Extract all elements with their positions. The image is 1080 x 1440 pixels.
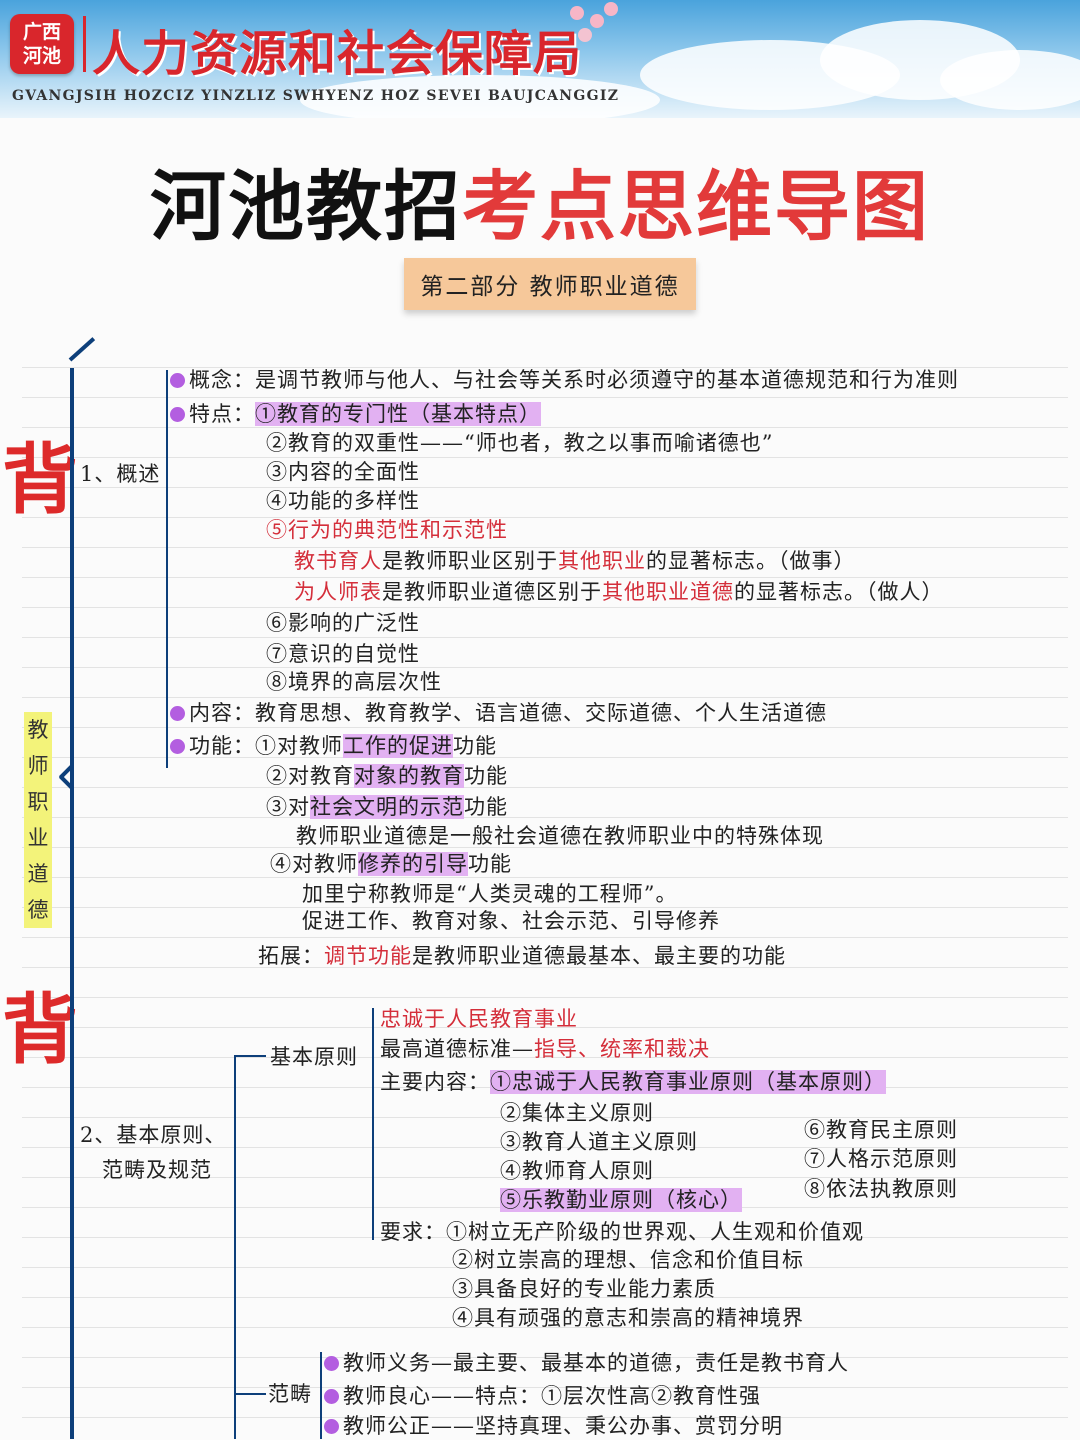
principle-8: ⑧依法执教原则 bbox=[804, 1177, 958, 1201]
function-4: ④对教师修养的引导功能 bbox=[270, 852, 512, 876]
content-row: 内容：教育思想、教育教学、语言道德、交际道德、个人生活道德 bbox=[170, 699, 827, 727]
logo-divider bbox=[83, 16, 86, 72]
bullet-dot bbox=[170, 739, 185, 754]
blossom-icon bbox=[570, 6, 584, 20]
requirement-row: 要求：①树立无产阶级的世界观、人生观和价值观 bbox=[380, 1220, 864, 1244]
principle-6: ⑥教育民主原则 bbox=[804, 1118, 958, 1142]
requirement-4: ④具有顽强的意志和崇高的精神境界 bbox=[452, 1306, 804, 1330]
page-title: 河池教招考点思维导图 bbox=[0, 145, 1080, 255]
function-4-note-1: 加里宁称教师是“人类灵魂的工程师”。 bbox=[302, 882, 678, 906]
function-3-note: 教师职业道德是一般社会道德在教师职业中的特殊体现 bbox=[296, 824, 824, 848]
feature-3: ③内容的全面性 bbox=[266, 460, 420, 484]
bullet-dot bbox=[324, 1389, 339, 1404]
title-part1: 河池教招 bbox=[150, 162, 462, 251]
bullet-dot bbox=[170, 373, 185, 388]
feature-7: ⑦意识的自觉性 bbox=[266, 642, 420, 666]
basic-principles-label: 基本原则 bbox=[270, 1045, 358, 1069]
feature-5-note-b: 为人师表是教师职业道德区别于其他职业道德的显著标志。（做人） bbox=[294, 580, 944, 604]
requirement-2: ②树立崇高的理想、信念和价值目标 bbox=[452, 1248, 804, 1272]
ruled-lines bbox=[22, 338, 1068, 1439]
requirement-3: ③具备良好的专业能力素质 bbox=[452, 1277, 716, 1301]
bullet-dot bbox=[170, 407, 185, 422]
cloud-decoration bbox=[940, 50, 1080, 110]
vertical-label: 教师职业道德 bbox=[24, 712, 52, 928]
blossom-icon bbox=[590, 14, 604, 28]
bullet-dot bbox=[324, 1419, 339, 1434]
header-banner: 广西 河池 人力资源和社会保障局 GVANGJSIH HOZCIZ YINZLI… bbox=[0, 0, 1080, 118]
principle-3: ③教育人道主义原则 bbox=[500, 1130, 698, 1154]
blossom-icon bbox=[604, 2, 618, 16]
principle-5: ⑤乐教勤业原则（核心） bbox=[500, 1188, 742, 1212]
section2-label-1: 2、基本原则、 bbox=[80, 1123, 227, 1147]
function-4-note-2: 促进工作、教育对象、社会示范、引导修养 bbox=[302, 909, 720, 933]
section1-label: 1、概述 bbox=[80, 462, 161, 486]
bei-mark-1: 背 bbox=[2, 435, 78, 524]
blossom-icon bbox=[578, 28, 592, 42]
category-2: 教师良心——特点：①层次性高②教育性强 bbox=[324, 1382, 761, 1410]
feature-5-note-a: 教书育人是教师职业区别于其他职业的显著标志。（做事） bbox=[294, 549, 856, 573]
principle-4: ④教师育人原则 bbox=[500, 1159, 654, 1183]
category-label: 范畴 bbox=[268, 1382, 312, 1406]
cloud-decoration bbox=[300, 75, 660, 118]
title-part2: 考点思维导图 bbox=[462, 162, 930, 251]
part-label: 第二部分 教师职业道德 bbox=[404, 258, 696, 310]
function-row: 功能：①对教师工作的促进功能 bbox=[170, 732, 497, 760]
feature-6: ⑥影响的广泛性 bbox=[266, 611, 420, 635]
basic-branch bbox=[234, 1055, 266, 1057]
highest-standard: 最高道德标准—指导、统率和裁决 bbox=[380, 1037, 710, 1061]
section1-bracket bbox=[166, 370, 168, 768]
main-brace bbox=[70, 368, 74, 1439]
bullet-dot bbox=[170, 706, 185, 721]
department-name: 人力资源和社会保障局 bbox=[92, 26, 583, 82]
extension-row: 拓展：调节功能是教师职业道德最基本、最主要的功能 bbox=[258, 944, 786, 968]
concept-row: 概念：是调节教师与他人、与社会等关系时必须遵守的基本道德规范和行为准则 bbox=[170, 366, 959, 394]
function-2: ②对教育对象的教育功能 bbox=[266, 764, 508, 788]
main-content-row: 主要内容：①忠诚于人民教育事业原则（基本原则） bbox=[380, 1070, 886, 1094]
basic-bracket bbox=[372, 1008, 374, 1240]
zhuang-subtitle: GVANGJSIH HOZCIZ YINZLIZ SWHYENZ HOZ SEV… bbox=[12, 88, 620, 104]
feature-2: ②教育的双重性——“师也者，教之以事而喻诸德也” bbox=[266, 431, 774, 455]
section2-label-2: 范畴及规范 bbox=[102, 1158, 212, 1182]
principle-2: ②集体主义原则 bbox=[500, 1101, 654, 1125]
loyalty-heading: 忠诚于人民教育事业 bbox=[380, 1007, 578, 1031]
category-3: 教师公正——坚持真理、秉公办事、赏罚分明 bbox=[324, 1412, 783, 1440]
category-bracket bbox=[320, 1352, 322, 1439]
category-branch bbox=[234, 1393, 266, 1395]
bureau-logo: 广西 河池 bbox=[10, 14, 74, 74]
feature-4: ④功能的多样性 bbox=[266, 489, 420, 513]
bei-mark-2: 背 bbox=[2, 985, 78, 1074]
bullet-dot bbox=[324, 1356, 339, 1371]
function-3: ③对社会文明的示范功能 bbox=[266, 795, 508, 819]
section2-bracket bbox=[234, 1055, 236, 1439]
principle-7: ⑦人格示范原则 bbox=[804, 1147, 958, 1171]
category-1: 教师义务—最主要、最基本的道德，责任是教书育人 bbox=[324, 1349, 849, 1377]
feature-5: ⑤行为的典范性和示范性 bbox=[266, 518, 508, 542]
feature-8: ⑧境界的高层次性 bbox=[266, 670, 442, 694]
features-row: 特点：①教育的专门性（基本特点） bbox=[170, 400, 541, 428]
